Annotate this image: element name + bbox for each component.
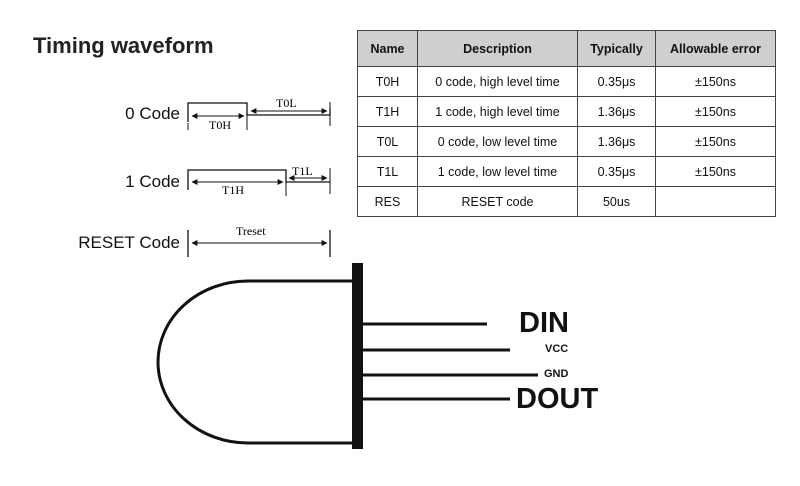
table-cell: 50us	[577, 186, 656, 217]
t1l-label: T1L	[292, 164, 313, 178]
table-cell: 0 code, high level time	[417, 66, 578, 97]
reset-code-waveform	[187, 230, 331, 257]
t0l-label: T0L	[276, 96, 297, 110]
treset-label: Treset	[236, 224, 266, 238]
dout-pin-label: DOUT	[516, 383, 599, 415]
table-header-description: Description	[417, 30, 578, 67]
table-header-typically: Typically	[577, 30, 656, 67]
table-cell: RESET code	[417, 186, 578, 217]
table-cell: RES	[357, 186, 418, 217]
table-header-name: Name	[357, 30, 418, 67]
t0h-label: T0H	[209, 118, 231, 132]
table-cell: 1.36μs	[577, 126, 656, 157]
zero-code-waveform	[187, 102, 331, 130]
one-code-waveform	[187, 168, 331, 196]
table-cell: 0.35μs	[577, 66, 656, 97]
table-cell: T1H	[357, 96, 418, 127]
reset-code-label: RESET Code	[78, 233, 180, 252]
one-code-label: 1 Code	[125, 172, 180, 191]
table-row: T0L 0 code, low level time 1.36μs ±150ns	[357, 126, 776, 157]
table-row: RES RESET code 50us	[357, 186, 776, 217]
table-row: T1L 1 code, low level time 0.35μs ±150ns	[357, 156, 776, 187]
zero-code-label: 0 Code	[125, 104, 180, 123]
table-row: T0H 0 code, high level time 0.35μs ±150n…	[357, 66, 776, 97]
diagram-title: Timing waveform	[33, 33, 214, 58]
table-header-allowable-error: Allowable error	[655, 30, 776, 67]
table-header-row: Name Description Typically Allowable err…	[357, 30, 776, 67]
timing-spec-table: Name Description Typically Allowable err…	[357, 30, 776, 217]
t1h-label: T1H	[222, 183, 244, 197]
table-cell: ±150ns	[655, 66, 776, 97]
table-cell: ±150ns	[655, 96, 776, 127]
gnd-pin-label: GND	[544, 368, 569, 380]
table-cell: 1 code, low level time	[417, 156, 578, 187]
table-cell: 0.35μs	[577, 156, 656, 187]
table-cell: ±150ns	[655, 126, 776, 157]
table-cell	[655, 186, 776, 217]
table-cell: ±150ns	[655, 156, 776, 187]
vcc-pin-label: VCC	[545, 343, 569, 355]
led-flange	[352, 263, 363, 449]
din-pin-label: DIN	[519, 307, 569, 339]
led-dome	[156, 279, 354, 445]
table-cell: T1L	[357, 156, 418, 187]
table-cell: 1 code, high level time	[417, 96, 578, 127]
table-cell: T0H	[357, 66, 418, 97]
